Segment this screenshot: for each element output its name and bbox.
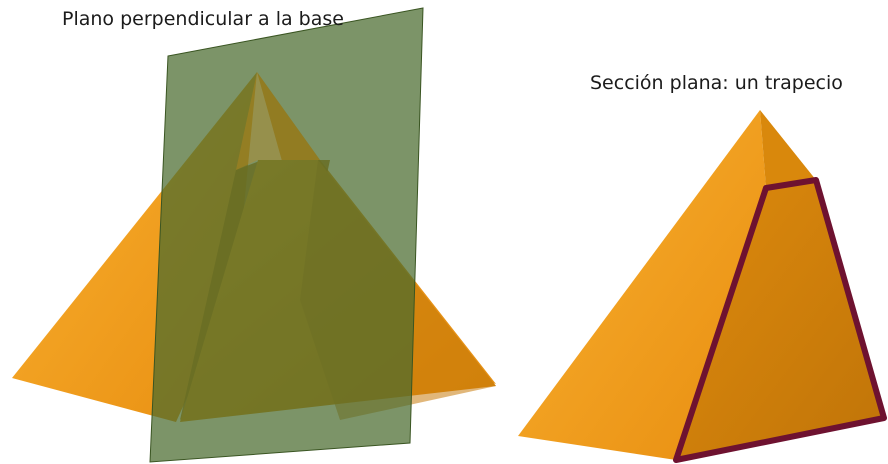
trapezoid-section	[673, 177, 887, 463]
perpendicular-plane	[149, 7, 424, 463]
section-caption: Sección plana: un trapecio	[590, 72, 843, 94]
plane-caption: Plano perpendicular a la base	[62, 8, 344, 30]
right-pyramid	[518, 110, 887, 463]
right-pyramid-back-face	[760, 110, 816, 188]
pyramid-apex-through-plane	[236, 72, 320, 170]
